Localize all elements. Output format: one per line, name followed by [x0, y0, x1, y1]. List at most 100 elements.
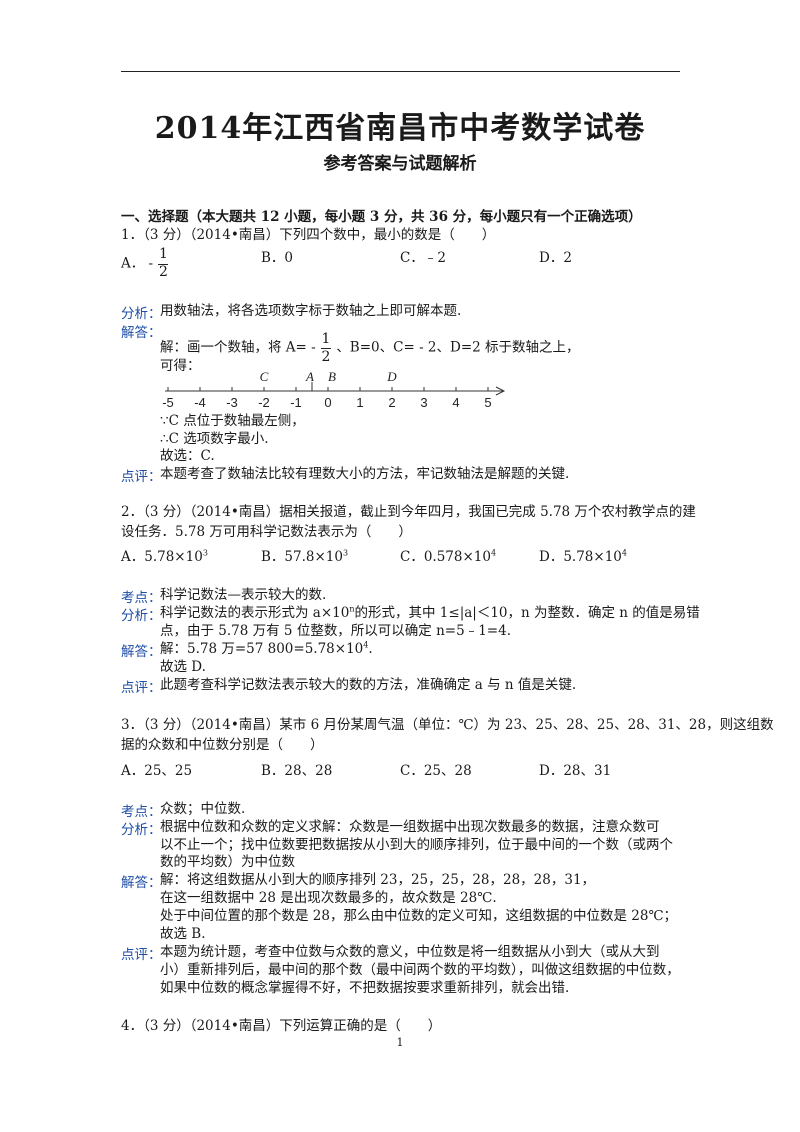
q2-stem-2: 设任务．5.78 万可用科学记数法表示为（ ）	[121, 524, 412, 540]
fraction-denominator: 2	[158, 264, 168, 280]
q1-get: 可得：	[160, 358, 201, 374]
page-title: 2014年江西省南昌市中考数学试卷	[154, 111, 646, 146]
number-line-tick-label: 5	[484, 395, 491, 410]
q3-answer-2: 在这一组数据中 28 是出现次数最多的，故众数是 28℃.	[160, 890, 497, 906]
page-number: 1	[396, 1036, 404, 1049]
number-line-letter-b: B	[328, 369, 336, 384]
number-line-tick-label: 0	[324, 395, 331, 410]
q3-analysis-1: 根据中位数和众数的定义求解：众数是一组数据中出现次数最多的数据，注意众数可	[160, 819, 660, 835]
q2-option-c-exp: 4	[490, 548, 497, 558]
q2-answer-1-pre: 解：5.78 万=57 800=5.78×10	[160, 641, 364, 657]
q2-analysis-1-post: 的形式，其中 1≤|a|＜10，n 为整数．确定 n 的值是易错	[354, 605, 700, 621]
q2-comment-tag: 点评：	[121, 680, 162, 696]
q3-answer-3: 处于中间位置的那个数是 28，那么由中位数的定义可知，这组数据的中位数是 28℃…	[160, 908, 678, 924]
number-line-tick-label: -2	[258, 395, 270, 410]
q2-option-c-base: C．0.578×10	[400, 549, 491, 565]
q2-answer-tag: 解答：	[121, 644, 162, 660]
q1-option-b: B．0	[261, 250, 294, 266]
number-line-tick-label: -1	[290, 395, 302, 410]
q2-analysis-1-pre: 科学记数法的表示形式为 a×10	[160, 605, 350, 621]
fraction-bar	[158, 264, 169, 265]
q2-point-tag: 考点：	[121, 590, 162, 606]
q2-analysis-1-exp: n	[349, 604, 355, 614]
q2-option-a-exp: 3	[202, 548, 208, 558]
q2-answer-1-exp: 4	[363, 640, 369, 650]
number-line-tick-label: 2	[388, 395, 395, 410]
fraction-denominator: 2	[321, 349, 331, 365]
q3-stem-1: 3．（3 分）（2014•南昌）某市 6 月份某周气温（单位：℃）为 23、25…	[121, 717, 774, 733]
number-line-letter-a: A	[305, 369, 314, 384]
q3-stem-2: 据的众数和中位数分别是（ ）	[121, 737, 324, 753]
q1-answer-tag: 解答：	[121, 325, 162, 341]
q2-analysis-2: 点，由于 5.78 万有 5 位整数，所以可以确定 n=5﹣1=4.	[160, 623, 511, 639]
q1-option-a-fraction: 1 2	[157, 246, 169, 282]
q3-analysis-tag: 分析：	[121, 822, 162, 838]
q2-option-b-exp: 3	[342, 548, 349, 558]
fraction-numerator: 1	[158, 246, 168, 262]
q2-option-a: A．5.78×103	[121, 545, 208, 565]
q3-answer-4: 故选 B.	[160, 926, 206, 942]
q2-option-c: C．0.578×104	[400, 545, 496, 565]
q1-conclusion-1: ∵C 点位于数轴最左侧，	[160, 413, 305, 429]
number-line-letter-d: D	[386, 369, 397, 384]
number-line-tick-label: 4	[452, 395, 459, 410]
header-rule	[121, 71, 680, 72]
q4-stem: 4．（3 分）（2014•南昌）下列运算正确的是（ ）	[121, 1018, 442, 1034]
q1-conclusion-2: ∴C 选项数字最小.	[160, 431, 269, 447]
q2-option-a-base: A．5.78×10	[121, 549, 203, 565]
number-line-tick-label: -5	[162, 395, 174, 410]
q3-option-c: C．25、28	[400, 763, 472, 779]
q1-option-c: C．﹣2	[400, 250, 446, 266]
q1-option-a-label: A．	[121, 255, 145, 272]
q2-comment: 此题考查科学记数法表示较大的数的方法，准确确定 a 与 n 值是关键.	[160, 677, 577, 693]
q1-conclusion-3: 故选：C.	[160, 448, 215, 464]
number-line-tick-label: 1	[356, 395, 363, 410]
q3-answer-1: 解：将这组数据从小到大的顺序排列 23，25，25，28，28，28，31，	[160, 872, 596, 888]
fraction-bar	[321, 348, 332, 349]
q3-option-a: A．25、25	[121, 763, 193, 779]
q1-comment: 本题考查了数轴法比较有理数大小的方法，牢记数轴法是解题的关键.	[160, 466, 570, 482]
q3-comment-tag: 点评：	[121, 947, 162, 963]
number-line-ticks: -5 -4 -3 -2 -1 0 1 2 3 4 5	[162, 382, 492, 410]
q2-point: 科学记数法—表示较大的数.	[160, 587, 327, 603]
q2-option-d-exp: 4	[621, 548, 627, 558]
q1-answer-line: 解：画一个数轴，将 A= - 1 2 、B=0、C= - 2、D=2 标于数轴之…	[160, 330, 580, 366]
q3-analysis-3: 数的平均数）为中位数	[160, 854, 295, 870]
q1-analysis-tag: 分析：	[121, 306, 162, 322]
q2-option-b: B．57.8×103	[261, 545, 348, 565]
q3-point: 众数；中位数.	[160, 801, 246, 817]
number-line-letter-c: C	[260, 369, 269, 384]
q3-option-d: D．28、31	[539, 763, 612, 779]
q1-option-d: D．2	[539, 250, 572, 266]
q1-answer-pre: 解：画一个数轴，将 A= -	[160, 339, 316, 356]
q3-comment-1: 本题为统计题，考查中位数与众数的意义，中位数是将一组数据从小到大（或从大到	[160, 944, 660, 960]
q3-comment-3: 如果中位数的概念掌握得不好，不把数据按要求重新排列，就会出错.	[160, 980, 570, 996]
q2-answer-2: 故选 D.	[160, 659, 206, 675]
q1-stem: 1．（3 分）（2014•南昌）下列四个数中，最小的数是（ ）	[121, 227, 496, 243]
q1-option-a: A． - 1 2	[121, 246, 169, 282]
number-line-tick-label: -3	[226, 395, 238, 410]
q2-option-b-base: B．57.8×10	[261, 549, 343, 565]
q1-option-a-sign: -	[148, 255, 154, 272]
q1-analysis: 用数轴法，将各选项数字标于数轴之上即可解本题.	[160, 303, 462, 319]
q1-answer-fraction: 1 2	[320, 330, 332, 366]
q1-comment-tag: 点评：	[121, 469, 162, 485]
q2-answer-1: 解：5.78 万=57 800=5.78×104.	[160, 640, 373, 658]
section-title: 一、选择题（本大题共 12 小题，每小题 3 分，共 36 分，每小题只有一个正…	[121, 209, 642, 225]
q2-analysis-1: 科学记数法的表示形式为 a×10n的形式，其中 1≤|a|＜10，n 为整数．确…	[160, 604, 700, 622]
number-line-arrow	[495, 386, 506, 396]
number-line-tick-label: 3	[420, 395, 427, 410]
q3-point-tag: 考点：	[121, 804, 162, 820]
q1-answer-post: 、B=0、C= - 2、D=2 标于数轴之上，	[336, 339, 580, 356]
q2-stem-1: 2．（3 分）（2014•南昌）据相关报道，截止到今年四月，我国已完成 5.78…	[121, 504, 696, 520]
q2-option-d-base: D．5.78×10	[539, 549, 622, 565]
number-line-tick-label: -4	[194, 395, 206, 410]
q3-option-b: B．28、28	[261, 763, 333, 779]
q3-comment-2: 小）重新排列后，最中间的那个数（最中间两个数的平均数），叫做这组数据的中位数，	[160, 962, 680, 978]
page-subtitle: 参考答案与试题解析	[323, 154, 477, 174]
q3-analysis-2: 以不止一个；找中位数要把数据按从小到大的顺序排列，位于最中间的一个数（或两个	[160, 837, 673, 853]
fraction-numerator: 1	[321, 331, 331, 347]
